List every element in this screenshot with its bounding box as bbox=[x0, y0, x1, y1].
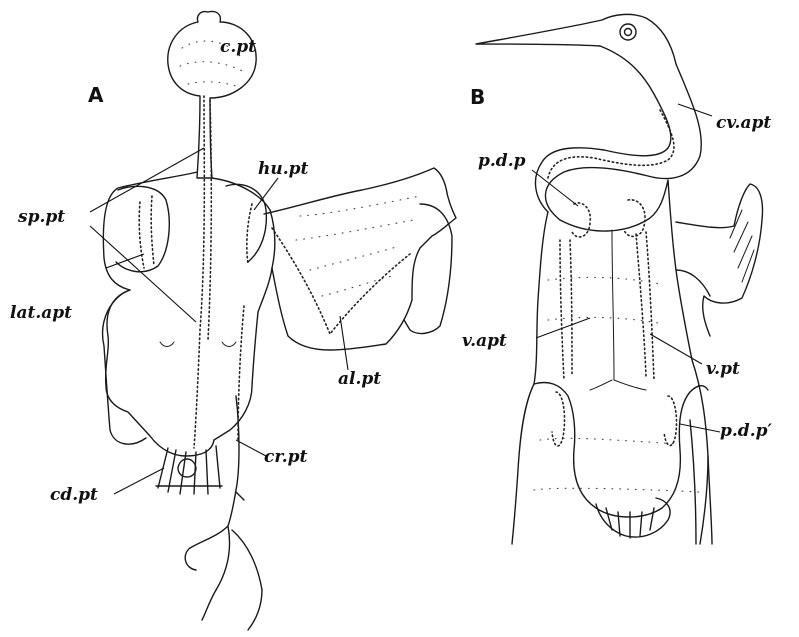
leader-cr-pt bbox=[236, 440, 266, 456]
label-p-d-p: p.d.p bbox=[478, 151, 526, 171]
leader-sp-pt-1 bbox=[90, 148, 204, 212]
heron-wing bbox=[676, 184, 763, 336]
label-cv-apt: cv.apt bbox=[716, 113, 771, 133]
label-p-d-p-prime: p.d.p′ bbox=[720, 421, 772, 441]
claw-2 bbox=[202, 590, 216, 620]
left-leg bbox=[103, 290, 146, 444]
neck-inner bbox=[535, 46, 670, 212]
lateral-tract bbox=[139, 196, 154, 268]
heron-wing-feathers bbox=[730, 210, 754, 282]
label-lat-apt: lat.apt bbox=[10, 303, 72, 323]
heron-leg-right bbox=[690, 420, 712, 544]
tail-gland bbox=[178, 459, 196, 477]
label-al-pt: al.pt bbox=[338, 369, 381, 389]
label-sp-pt: sp.pt bbox=[17, 207, 65, 227]
ventral-midline bbox=[590, 230, 646, 390]
neck-outer bbox=[545, 64, 701, 220]
leader-lines bbox=[90, 104, 720, 494]
right-leg bbox=[190, 396, 262, 590]
eye bbox=[625, 29, 632, 36]
panel-label-b: B bbox=[470, 85, 485, 109]
ventral-tract-right bbox=[636, 232, 654, 380]
label-cd-pt: cd.pt bbox=[50, 485, 98, 505]
claw-3 bbox=[248, 590, 262, 630]
label-v-pt: v.pt bbox=[706, 359, 740, 379]
label-hu-pt: hu.pt bbox=[258, 159, 309, 179]
leader-p-d-p bbox=[532, 170, 578, 206]
wing-stipple bbox=[296, 196, 420, 296]
bird-b-drawing bbox=[476, 14, 763, 544]
wing-primaries bbox=[404, 204, 452, 333]
leader-p-d-p-prime bbox=[680, 424, 720, 432]
heron-stipple bbox=[534, 277, 700, 492]
leader-cv-apt bbox=[678, 104, 712, 116]
leader-v-pt bbox=[650, 334, 702, 364]
label-v-apt: v.apt bbox=[462, 331, 507, 351]
tail-feathers bbox=[156, 446, 222, 494]
leader-cd-pt bbox=[114, 468, 164, 494]
claw-1 bbox=[185, 548, 196, 570]
ventral-tract-left bbox=[560, 240, 572, 380]
beak bbox=[476, 14, 676, 64]
bird-a-drawing bbox=[103, 11, 456, 630]
humeral-tract bbox=[247, 204, 252, 264]
wing-tract bbox=[272, 228, 410, 334]
panel-label-a: A bbox=[88, 83, 104, 107]
heron-belly bbox=[534, 383, 708, 518]
right-wing bbox=[264, 168, 456, 350]
right-shoulder bbox=[226, 184, 266, 262]
leader-v-apt bbox=[536, 318, 590, 338]
body-marks bbox=[160, 342, 236, 347]
label-cr-pt: cr.pt bbox=[264, 447, 308, 467]
cervical-tract bbox=[548, 110, 674, 178]
leader-sp-pt-3 bbox=[90, 226, 196, 322]
eye-ring bbox=[620, 24, 636, 40]
leader-sp-pt-2 bbox=[106, 254, 144, 268]
label-c-pt: c.pt bbox=[220, 37, 256, 57]
leader-al-pt bbox=[340, 316, 348, 370]
body-outline bbox=[103, 172, 274, 456]
heron-tail bbox=[596, 498, 670, 538]
